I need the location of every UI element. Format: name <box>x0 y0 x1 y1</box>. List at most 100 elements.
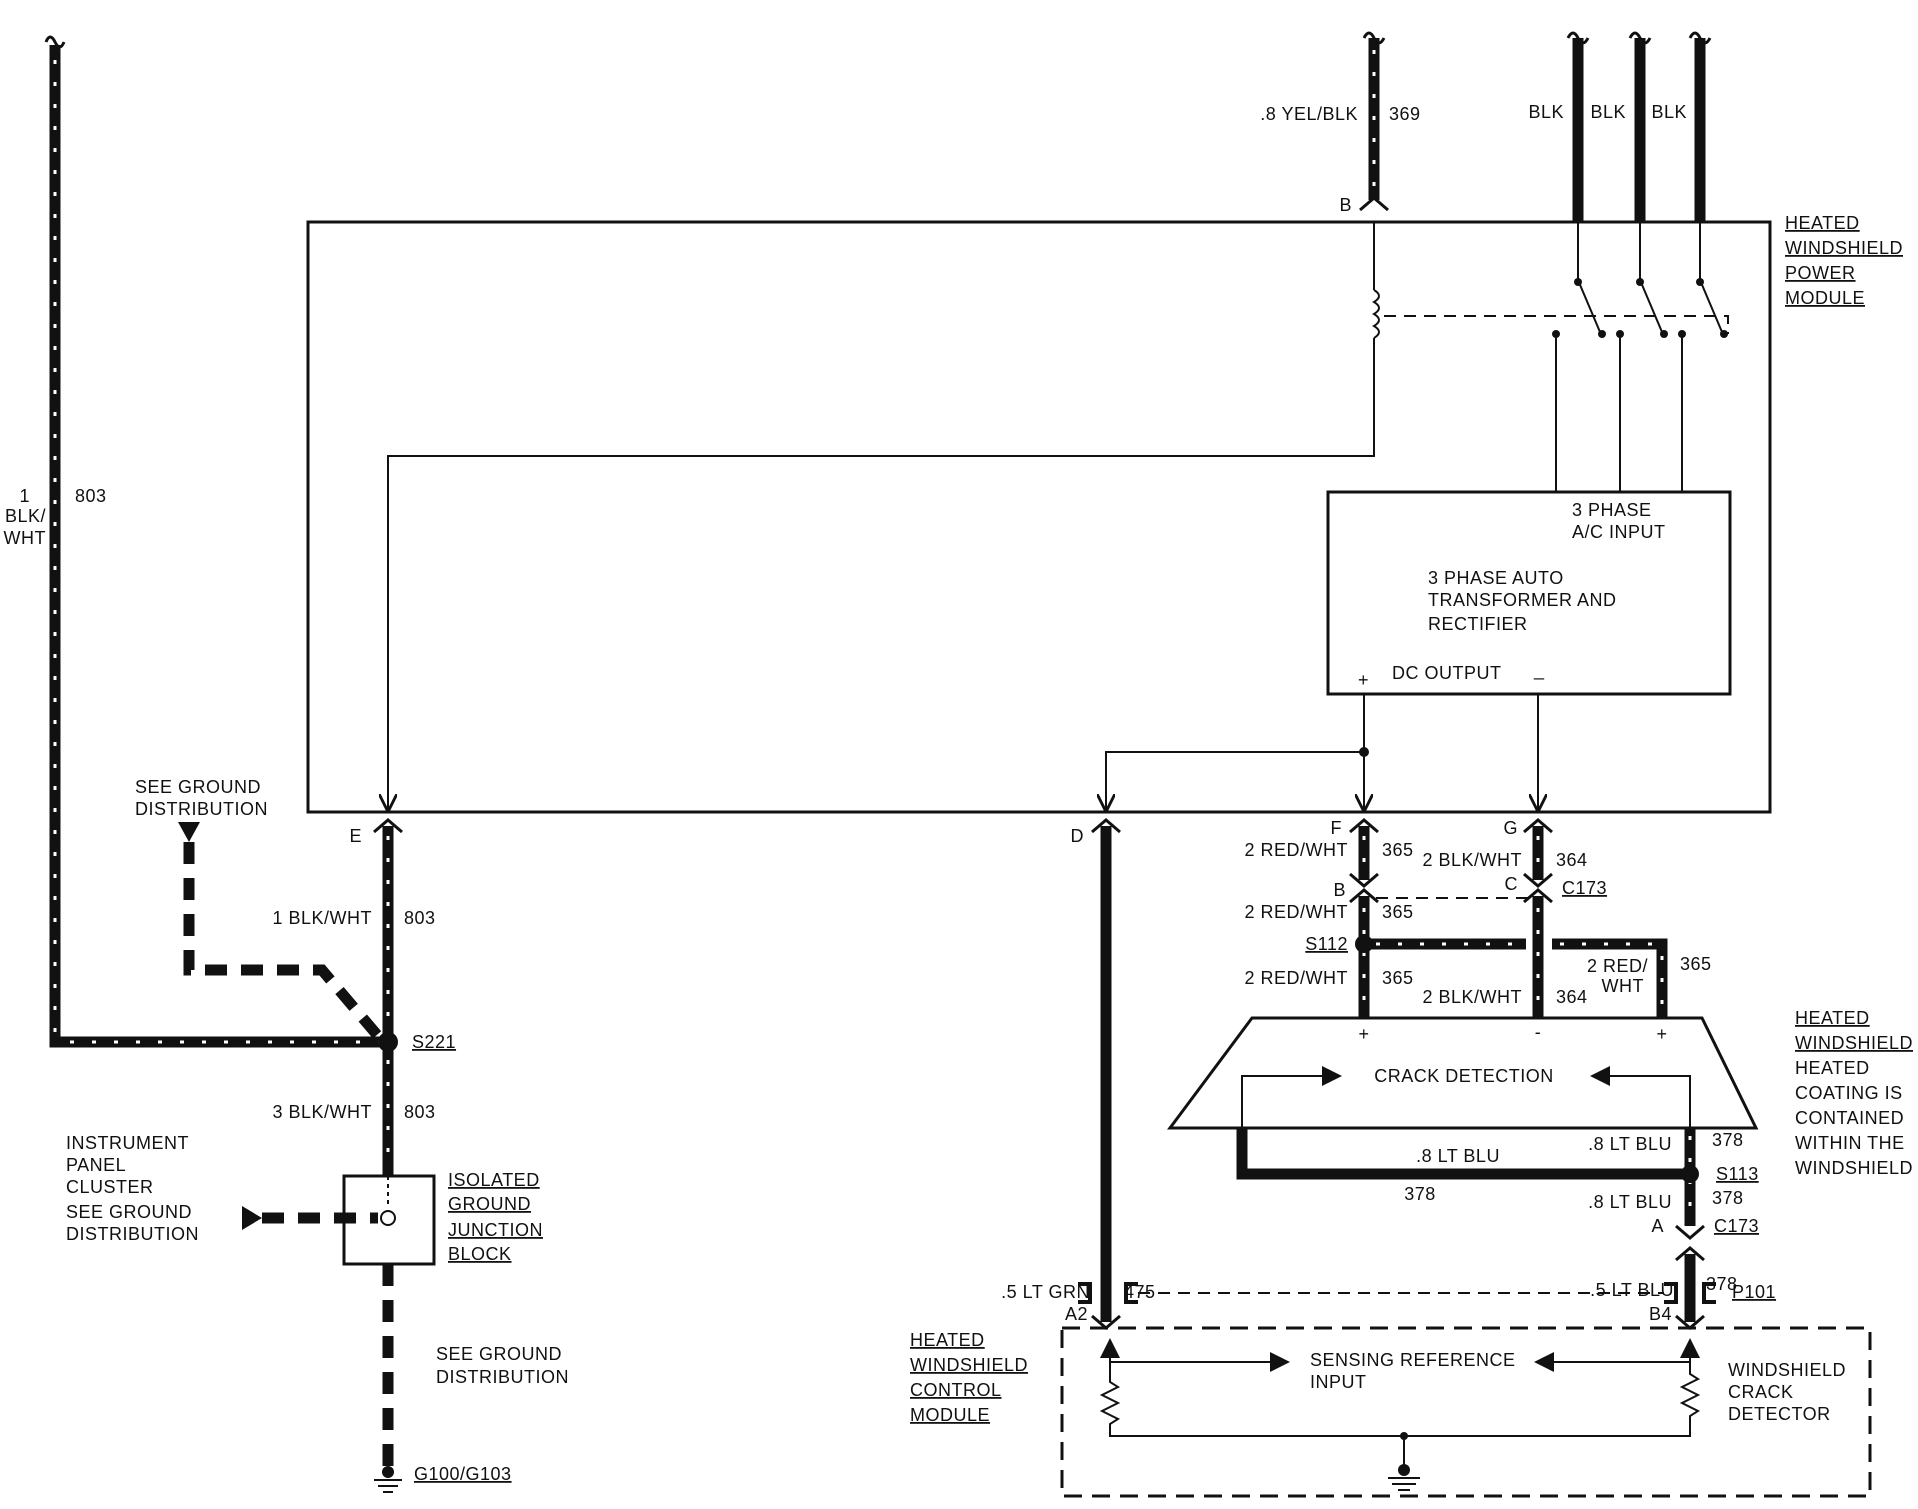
wire-378-label-upper: .8 LT BLU <box>1588 1134 1672 1154</box>
svg-text:PANEL: PANEL <box>66 1155 126 1175</box>
wire-365-circuit-1: 365 <box>1382 840 1414 860</box>
crack-detection-box <box>1167 1016 1759 1130</box>
wire-365-circuit-right: 365 <box>1680 954 1712 974</box>
left-wire-color-1: BLK/ <box>5 506 46 526</box>
svg-text:3 PHASE AUTO: 3 PHASE AUTO <box>1428 568 1564 588</box>
pin-f: F <box>1331 818 1343 838</box>
connector-a-icon <box>1675 1224 1705 1240</box>
wire-365-color-3: 2 RED/WHT <box>1245 968 1349 988</box>
wire-378-label-mid: .8 LT BLU <box>1416 1146 1500 1166</box>
control-module-label: HEATED WINDSHIELD CONTROL MODULE <box>910 1330 1028 1425</box>
pin-a2: A2 <box>1065 1304 1088 1324</box>
connector-c173-top: C173 <box>1562 878 1607 898</box>
svg-text:CRACK: CRACK <box>1728 1382 1794 1402</box>
wire-475-color: .5 LT GRN <box>1001 1282 1090 1302</box>
ground-symbol-icon <box>374 1466 402 1493</box>
wire-3-circuit: 803 <box>404 1102 436 1122</box>
power-module-box <box>306 220 1772 814</box>
wire-365-color-2: 2 RED/WHT <box>1245 902 1349 922</box>
wire-365-circuit-3: 365 <box>1382 968 1414 988</box>
svg-text:3 PHASE: 3 PHASE <box>1572 500 1652 520</box>
left-ground-wire-803 <box>44 35 388 1048</box>
svg-text:COATING IS: COATING IS <box>1795 1083 1903 1103</box>
wire-3-color: 3 BLK/WHT <box>272 1102 372 1122</box>
svg-text:DETECTOR: DETECTOR <box>1728 1404 1831 1424</box>
wire-369 <box>1359 31 1389 212</box>
pin-b4: B4 <box>1649 1304 1672 1324</box>
svg-text:HEATED: HEATED <box>910 1330 985 1350</box>
left-wire-gauge: 1 <box>19 486 30 506</box>
wire-378-circuit-lower: 378 <box>1712 1188 1744 1208</box>
svg-text:WINDSHIELD: WINDSHIELD <box>910 1355 1028 1375</box>
wire-e-803 <box>373 818 403 1042</box>
wire-364-color-2: 2 BLK/WHT <box>1422 987 1522 1007</box>
wire-365-f <box>1349 818 1379 1018</box>
wire-e-color: 1 BLK/WHT <box>272 908 372 928</box>
connector-p101-label: P101 <box>1732 1282 1776 1302</box>
svg-text:TRANSFORMER AND: TRANSFORMER AND <box>1428 590 1617 610</box>
ground-id: G100/G103 <box>414 1464 512 1484</box>
svg-text:DC OUTPUT: DC OUTPUT <box>1392 663 1502 683</box>
ip-arrow-icon <box>242 1206 262 1230</box>
svg-text:_: _ <box>1533 660 1545 681</box>
svg-text:WINDSHIELD: WINDSHIELD <box>1728 1360 1846 1380</box>
crack-arrow-right <box>1590 1066 1691 1128</box>
svg-text:WINDSHIELD: WINDSHIELD <box>1795 1033 1913 1053</box>
blk-wire-3-label: BLK <box>1651 102 1687 122</box>
svg-text:GROUND: GROUND <box>448 1194 531 1214</box>
pin-d: D <box>1071 826 1085 846</box>
splice-s221-label: S221 <box>412 1032 456 1052</box>
svg-text:+: + <box>1358 670 1369 690</box>
svg-text:MODULE: MODULE <box>910 1405 990 1425</box>
wire-365-color-1: 2 RED/WHT <box>1245 840 1349 860</box>
svg-text:WINDSHIELD: WINDSHIELD <box>1785 238 1903 258</box>
svg-text:INSTRUMENT: INSTRUMENT <box>66 1133 189 1153</box>
wire-365-wht-label: WHT <box>1602 976 1644 996</box>
wire-378-lt-blu-5: .5 LT BLU <box>1590 1280 1674 1300</box>
wire-365-horizontal <box>1364 938 1668 1018</box>
crack-arrow-left <box>1241 1066 1342 1128</box>
wire-378-circuit-mid: 378 <box>1404 1184 1436 1204</box>
blk-wire-2-label: BLK <box>1590 102 1626 122</box>
left-wire-color-2: WHT <box>4 528 46 548</box>
ground-dashed-wire <box>183 842 383 1040</box>
wire-364-g <box>1523 818 1553 1018</box>
splice-s112-label: S112 <box>1305 934 1348 954</box>
svg-text:SEE GROUND: SEE GROUND <box>66 1202 192 1222</box>
junction-node-icon <box>380 1210 396 1226</box>
relay-coil-icon <box>1372 289 1380 339</box>
splice-s221 <box>378 1032 398 1052</box>
svg-text:DISTRIBUTION: DISTRIBUTION <box>66 1224 199 1244</box>
control-module-box <box>1060 1326 1872 1498</box>
pin-b-top: B <box>1339 195 1352 215</box>
crack-plus-right: + <box>1656 1024 1667 1044</box>
ip-cluster-label: INSTRUMENT PANEL CLUSTER SEE GROUND DIST… <box>66 1133 199 1244</box>
transformer-text: 3 PHASE A/C INPUT 3 PHASE AUTO TRANSFORM… <box>1358 500 1666 690</box>
ground-ref-arrow-icon <box>178 822 200 842</box>
svg-text:RECTIFIER: RECTIFIER <box>1428 614 1528 634</box>
pin-a: A <box>1651 1216 1664 1236</box>
junction-block-label: ISOLATED GROUND JUNCTION BLOCK <box>448 1170 543 1264</box>
detector-label: WINDSHIELD CRACK DETECTOR <box>1728 1360 1846 1424</box>
sensing-circuit <box>1099 1338 1701 1491</box>
pin-c: C <box>1505 874 1519 894</box>
windshield-label: HEATED WINDSHIELD HEATED COATING IS CONT… <box>1795 1008 1913 1178</box>
connector-p101 <box>1078 1282 1716 1304</box>
pin-e: E <box>349 826 362 846</box>
transformer-box <box>1326 490 1732 696</box>
wire-364-color-1: 2 BLK/WHT <box>1422 850 1522 870</box>
svg-text:A/C INPUT: A/C INPUT <box>1572 522 1666 542</box>
wire-378-lower <box>1675 1246 1705 1330</box>
svg-text:HEATED: HEATED <box>1795 1008 1870 1028</box>
wire-369-circuit: 369 <box>1389 104 1421 124</box>
svg-text:BLOCK: BLOCK <box>448 1244 512 1264</box>
see-ground-1-line1: SEE GROUND <box>135 777 261 797</box>
svg-text:ISOLATED: ISOLATED <box>448 1170 540 1190</box>
see-ground-2-line2: DISTRIBUTION <box>436 1367 569 1387</box>
wire-break-icon <box>44 35 66 49</box>
wire-369-color: .8 YEL/BLK <box>1260 104 1358 124</box>
svg-text:WINDSHIELD: WINDSHIELD <box>1795 1158 1913 1178</box>
svg-text:WITHIN THE: WITHIN THE <box>1795 1133 1905 1153</box>
